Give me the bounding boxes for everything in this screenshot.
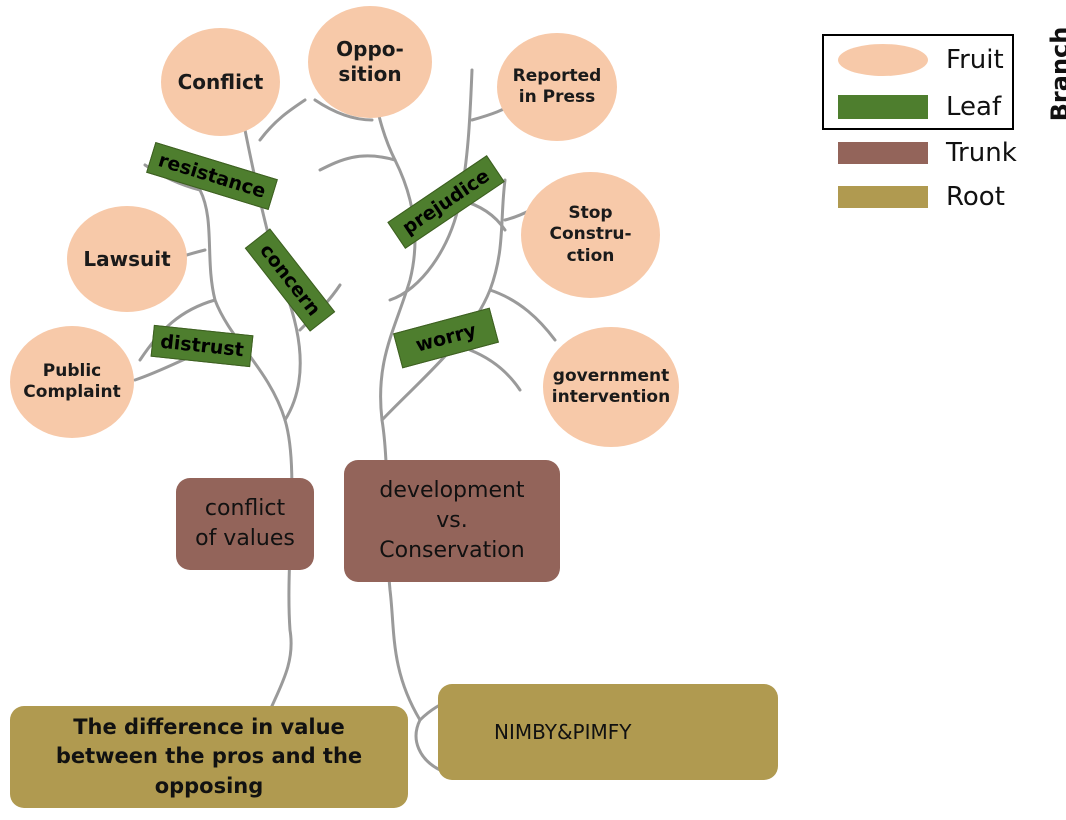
fruit-public-complaint: Public Complaint: [10, 326, 134, 438]
fruit-government-intervention: government intervention: [543, 327, 679, 447]
trunk-development-vs-conservation: development vs. Conservation: [344, 460, 560, 582]
fruit-reported-label: Reported in Press: [512, 65, 602, 107]
trunk-conflict-of-values: conflict of values: [176, 478, 314, 570]
fruit-lawsuit: Lawsuit: [67, 206, 187, 312]
root-nimby-label: NIMBY&PIMFY: [494, 720, 632, 744]
fruit-conflict-label: Conflict: [177, 69, 264, 94]
legend-root-label: Root: [946, 182, 1005, 212]
legend-fruit: Fruit: [838, 44, 1004, 76]
fruit-public-label: Public Complaint: [23, 360, 121, 402]
root-nimby-pimfy: NIMBY&PIMFY: [438, 684, 778, 780]
fruit-government-label: government intervention: [551, 365, 671, 407]
root-difference-in-value: The difference in value between the pros…: [10, 706, 408, 808]
legend-branch-label: Branch: [1046, 26, 1066, 122]
legend-branch-box: [822, 34, 1014, 130]
legend-root: Root: [838, 182, 1005, 212]
legend-fruit-swatch: [838, 44, 928, 76]
fruit-opposition: Oppo- sition: [308, 6, 432, 118]
fruit-stop-label: Stop Constru- ction: [549, 203, 632, 266]
fruit-conflict: Conflict: [161, 28, 280, 136]
leaf-distrust-label: distrust: [159, 330, 245, 362]
legend-leaf-label: Leaf: [946, 92, 1002, 122]
trunk-development-label: development vs. Conservation: [379, 478, 525, 563]
legend-fruit-label: Fruit: [946, 45, 1004, 75]
legend-root-swatch: [838, 186, 928, 208]
fruit-reported-in-press: Reported in Press: [497, 33, 617, 141]
legend-trunk-swatch: [838, 142, 928, 164]
root-difference-label: The difference in value between the pros…: [55, 714, 363, 798]
legend-leaf: Leaf: [838, 92, 1001, 122]
fruit-lawsuit-label: Lawsuit: [83, 246, 171, 271]
legend-leaf-swatch: [838, 95, 928, 119]
legend-trunk: Trunk: [838, 138, 1017, 168]
fruit-opposition-label: Oppo- sition: [336, 37, 404, 86]
legend-trunk-label: Trunk: [946, 138, 1017, 168]
trunk-conflict-label: conflict of values: [195, 496, 295, 551]
fruit-stop-construction: Stop Constru- ction: [521, 172, 660, 298]
